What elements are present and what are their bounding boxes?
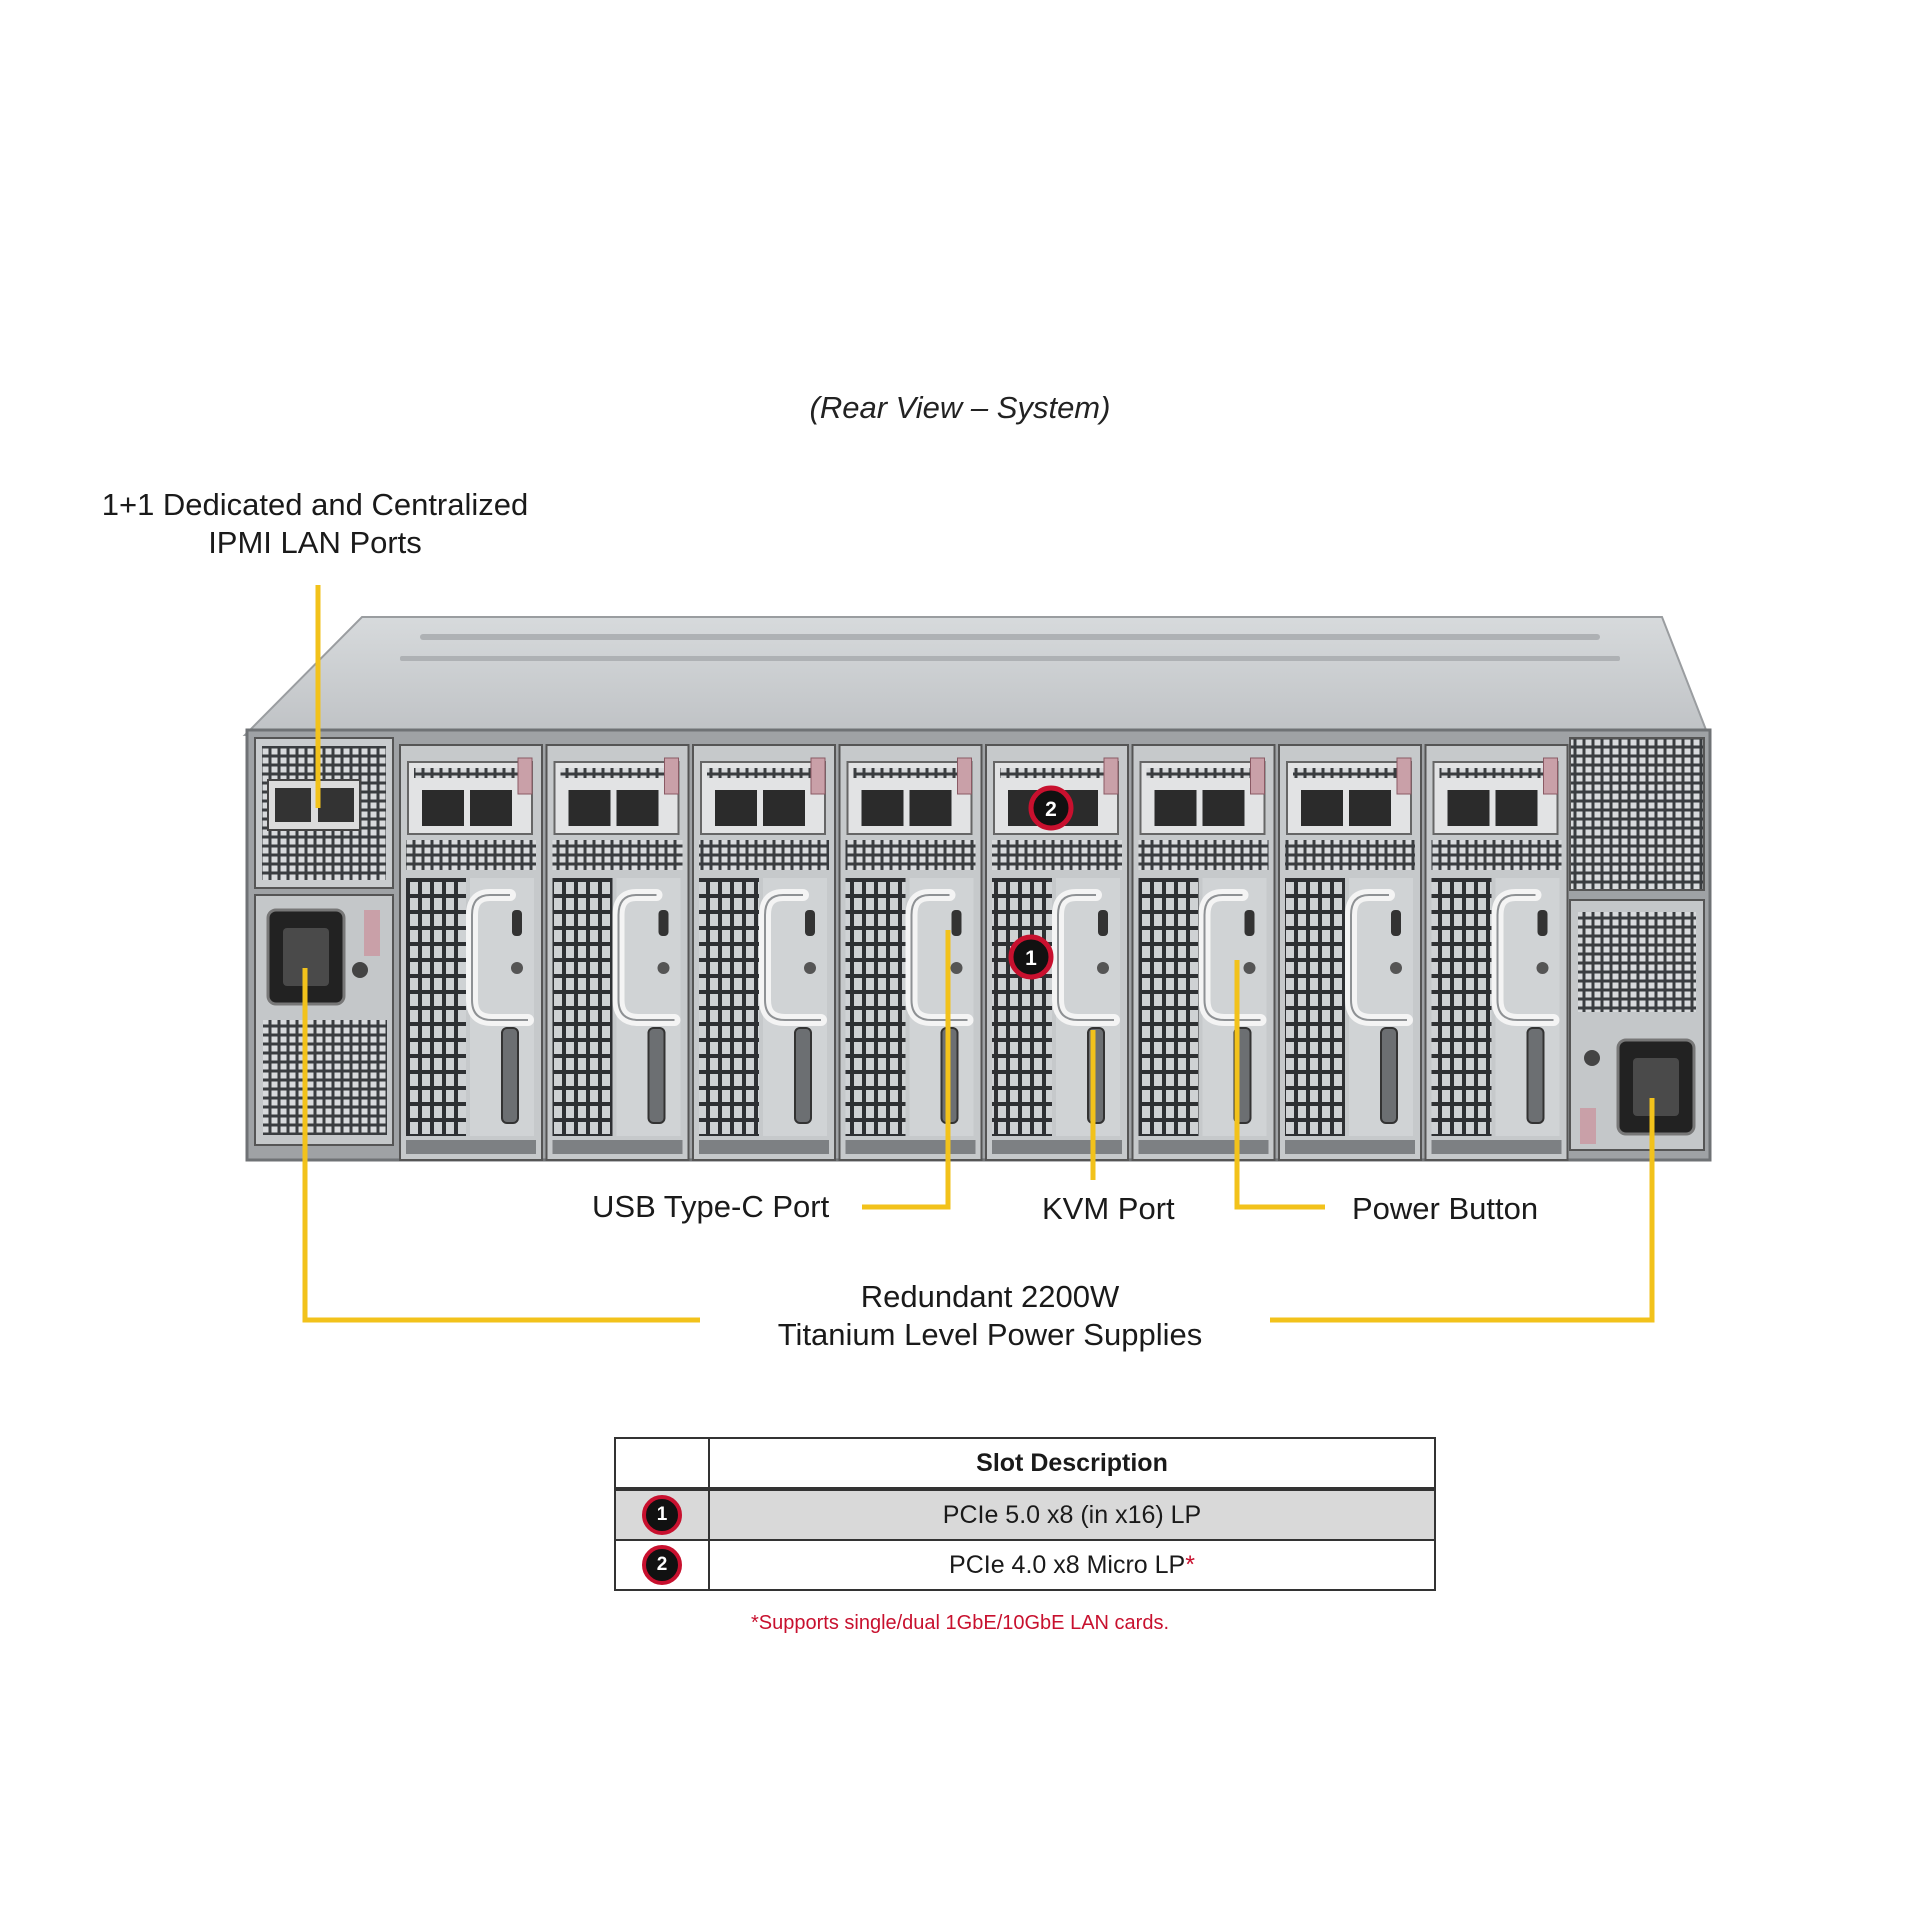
- usb-type-c-port: [658, 910, 669, 936]
- power-button-label: Power Button: [1352, 1191, 1539, 1226]
- kvm-port-label: KVM Port: [1042, 1191, 1175, 1226]
- psu-right-leader-line: [1270, 1098, 1655, 1323]
- callout-slot1-number: 1: [1025, 947, 1037, 970]
- lan-port: [1301, 790, 1343, 826]
- lan-port: [470, 790, 512, 826]
- node-release-tab: [1250, 757, 1265, 795]
- slot1-description: PCIe 5.0 x8 (in x16) LP: [942, 1500, 1202, 1529]
- ipmi-lan-port-1: [275, 788, 311, 822]
- power-button: [1097, 962, 1109, 974]
- node-bay-6: [1131, 744, 1276, 1161]
- power-button: [511, 962, 523, 974]
- ipmi-label-line1: 1+1 Dedicated and Centralized: [101, 487, 529, 522]
- right-psu-latch: [1580, 1108, 1596, 1144]
- psu-label-line2: Titanium Level Power Supplies: [777, 1317, 1203, 1352]
- usb-type-c-port: [805, 910, 815, 936]
- slot1-badge: 1: [642, 1495, 682, 1535]
- chassis-top-vents: [400, 634, 1620, 661]
- node-release-tab: [517, 757, 533, 795]
- slot2-badge: 2: [642, 1545, 682, 1585]
- node-release-tab: [1103, 757, 1119, 795]
- usb-type-c-port: [512, 910, 522, 936]
- usb-type-c-port: [1391, 910, 1401, 936]
- psu-label-line1: Redundant 2200W: [860, 1279, 1120, 1314]
- node-release-tab: [664, 757, 679, 795]
- psu-left-leader-line: [302, 968, 700, 1323]
- callout-slot1: 1: [1008, 934, 1054, 980]
- slot2-footnote-mark: *: [1185, 1550, 1195, 1579]
- power-button: [1390, 962, 1402, 974]
- right-psu-module: [1569, 737, 1705, 1151]
- left-psu-module: [254, 737, 394, 1146]
- node-bay-3: [692, 744, 836, 1161]
- table-header-row: Slot Description: [614, 1437, 1436, 1491]
- lan-port: [1495, 790, 1538, 826]
- table-header-desc: Slot Description: [708, 1437, 1436, 1491]
- usb-type-c-port: [951, 910, 962, 936]
- node-release-tab: [810, 757, 826, 795]
- ipmi-lan-port-2: [318, 788, 354, 822]
- lan-port: [1154, 790, 1197, 826]
- lan-port: [422, 790, 464, 826]
- lan-port: [616, 790, 659, 826]
- kvm-port: [1380, 1027, 1398, 1124]
- lan-port: [715, 790, 757, 826]
- diagram-caption: (Rear View – System): [809, 390, 1111, 425]
- usb-type-c-port: [1537, 910, 1548, 936]
- slot2-description: PCIe 4.0 x8 Micro LP: [949, 1550, 1186, 1579]
- usb-type-c-label: USB Type-C Port: [592, 1189, 830, 1224]
- lan-port: [568, 790, 611, 826]
- power-button: [804, 962, 816, 974]
- power-button: [657, 962, 670, 974]
- node-bay-4: [838, 744, 983, 1161]
- node-bay-1: [399, 744, 543, 1161]
- kvm-port: [647, 1027, 666, 1124]
- table-row: 2 PCIe 4.0 x8 Micro LP*: [614, 1539, 1436, 1591]
- node-release-tab: [1543, 757, 1558, 795]
- lan-port: [1349, 790, 1391, 826]
- kvm-port: [1087, 1027, 1105, 1124]
- power-button-leader-line: [1234, 960, 1325, 1210]
- node-release-tab: [1396, 757, 1412, 795]
- kvm-port: [501, 1027, 519, 1124]
- lan-port: [1202, 790, 1245, 826]
- lan-port: [1447, 790, 1490, 826]
- usb-type-c-port: [1098, 910, 1108, 936]
- node-release-tab: [957, 757, 972, 795]
- table-row: 1 PCIe 5.0 x8 (in x16) LP: [614, 1488, 1436, 1541]
- kvm-port: [794, 1027, 812, 1124]
- lan-port: [909, 790, 952, 826]
- callout-slot2-number: 2: [1045, 798, 1057, 821]
- footnote: *Supports single/dual 1GbE/10GbE LAN car…: [750, 1612, 1170, 1634]
- callout-slot2: 2: [1028, 785, 1074, 831]
- lan-port: [763, 790, 805, 826]
- lan-port: [861, 790, 904, 826]
- node-bay-2: [545, 744, 690, 1161]
- kvm-port: [1526, 1027, 1545, 1124]
- table-header-num: [614, 1437, 710, 1491]
- power-button: [1536, 962, 1549, 974]
- ipmi-lan-label: 1+1 Dedicated and Centralized IPMI LAN P…: [95, 486, 535, 562]
- power-button: [950, 962, 963, 974]
- power-button: [1243, 962, 1256, 974]
- psu-label: Redundant 2200W Titanium Level Power Sup…: [740, 1278, 1240, 1354]
- left-psu-latch: [364, 910, 380, 956]
- ipmi-label-line2: IPMI LAN Ports: [208, 525, 422, 560]
- slot-description-table: Slot Description 1 PCIe 5.0 x8 (in x16) …: [614, 1437, 1436, 1591]
- node-bay-8: [1424, 744, 1569, 1161]
- usb-leader-line: [862, 930, 951, 1210]
- node-bay-7: [1278, 744, 1422, 1161]
- usb-type-c-port: [1244, 910, 1255, 936]
